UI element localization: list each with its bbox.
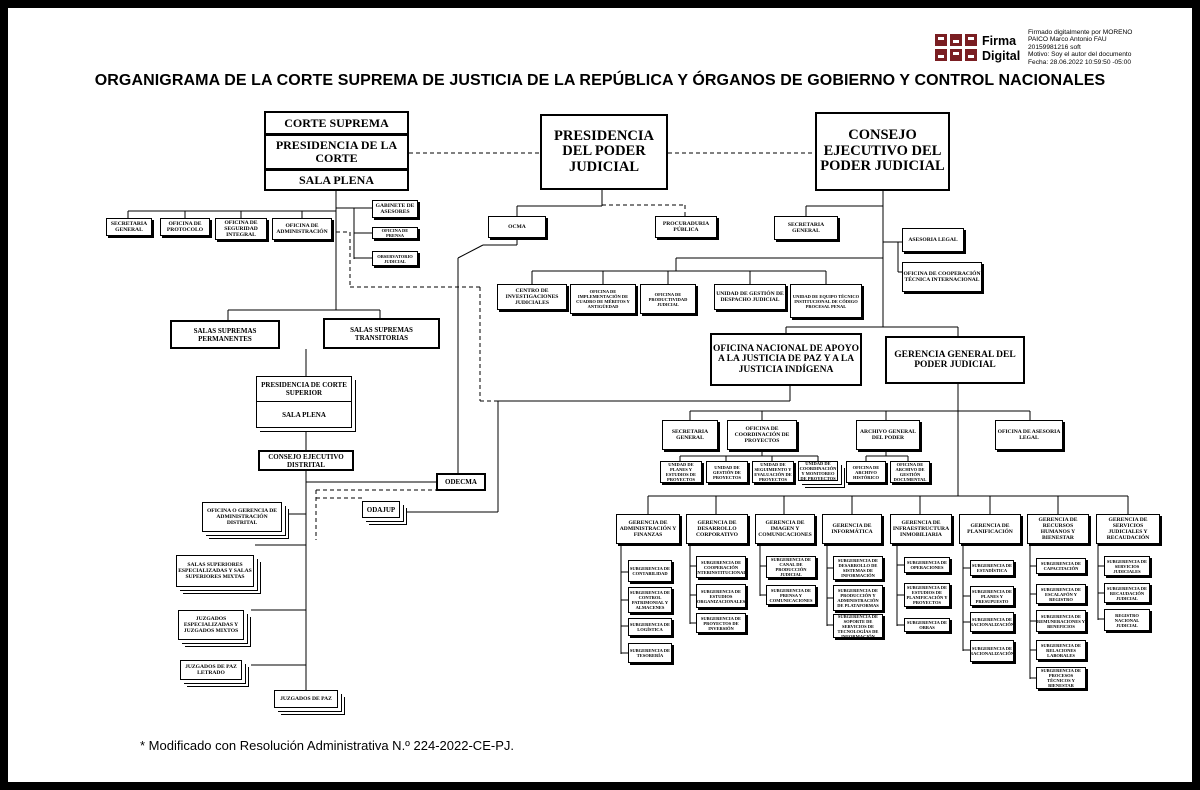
node-oficina-seguridad: OFICINA DE SEGURIDAD INTEGRAL [215,218,267,240]
node-gerencia-planificacion: GERENCIA DE PLANIFICACIÓN [959,514,1021,544]
node-rrhh-sub-4: SUBGERENCIA DE RELACIONES LABORALES [1036,640,1086,660]
node-secretaria-general-ce: SECRETARIA GENERAL [774,216,838,240]
node-gerencia-imagen: GERENCIA DE IMAGEN Y COMUNICACIONES [755,514,815,544]
node-coord-unidad-1: UNIDAD DE PLANES Y ESTUDIOS DE PROYECTOS [660,461,702,483]
node-oficina-productividad: OFICINA DE PRODUCTIVIDAD JUDICIAL [640,284,696,314]
node-gerencia-infraestructura: GERENCIA DE INFRAESTRUCTURA INMOBILIARIA [890,514,952,544]
node-gerencia-rrhh: GERENCIA DE RECURSOS HUMANOS Y BIENESTAR [1027,514,1089,544]
node-juzgados-paz-letrado: JUZGADOS DE PAZ LETRADO [180,660,242,680]
node-infra-sub-2: SUBGERENCIA DE ESTUDIOS DE PLANIFICACIÓN… [904,583,950,607]
node-rrhh-sub-5: SUBGERENCIA DE PROCESOS TÉCNICOS Y BIENE… [1036,667,1086,689]
node-oficina-administracion: OFICINA DE ADMINISTRACIÓN [272,218,332,240]
digital-signature-text: Firmado digitalmente por MORENO PAICO Ma… [1028,29,1133,66]
node-gerencia-general: GERENCIA GENERAL DEL PODER JUDICIAL [885,336,1025,384]
node-oficina-cuadro-meritos: OFICINA DE IMPLEMENTACIÓN DE CUADRO DE M… [570,284,636,314]
node-coord-unidad-3: UNIDAD DE SEGUIMIENTO Y EVALUACIÓN DE PR… [752,461,794,483]
node-oficina-protocolo: OFICINA DE PROTOCOLO [160,218,210,236]
node-odajup: ODAJUP [362,501,400,518]
node-unidad-despacho: UNIDAD DE GESTIÓN DE DESPACHO JUDICIAL [714,284,786,310]
node-admin-sub-3: SUBGERENCIA DE LOGÍSTICA [628,618,672,636]
node-gabinete-asesores: GABINETE DE ASESORES [372,200,418,218]
node-rrhh-sub-3: SUBGERENCIA DE REMUNERACIONES Y BENEFICI… [1036,610,1086,632]
logo-text-digital: Digital [982,49,1021,63]
node-archivo-gestion: OFICINA DE ARCHIVO DE GESTIÓN DOCUMENTAL [890,461,930,483]
node-infra-sub-3: SUBGERENCIA DE OBRAS [904,618,950,632]
node-informatica-sub-1: SUBGERENCIA DE DESARROLLO DE SISTEMAS DE… [833,556,883,580]
firma-digital-logo-icon [935,34,977,61]
node-corte-suprema: CORTE SUPREMA [264,111,409,135]
node-oficina-prensa: OFICINA DE PRENSA [372,227,418,239]
node-admin-sub-1: SUBGERENCIA DE CONTABILIDAD [628,560,672,582]
logo-text-firma: Firma [982,34,1017,48]
node-admin-sub-4: SUBGERENCIA DE TESORERÍA [628,643,672,663]
node-rrhh-sub-2: SUBGERENCIA DE ESCALAFÓN Y REGISTRO [1036,584,1086,604]
node-consejo-distrital: CONSEJO EJECUTIVO DISTRITAL [258,450,354,471]
node-desarrollo-sub-1: SUBGERENCIA DE COOPERACIÓN INTERINSTITUC… [696,556,746,578]
node-presidencia-corte-superior: PRESIDENCIA DE CORTE SUPERIOR [256,376,352,402]
node-infra-sub-1: SUBGERENCIA DE OPERACIONES [904,557,950,573]
node-salas-permanentes: SALAS SUPREMAS PERMANENTES [170,320,280,349]
node-procuraduria: PROCURADURIA PÚBLICA [655,216,717,238]
node-asesoria-legal-ce: ASESORIA LEGAL [902,228,964,252]
node-planificacion-sub-1: SUBGERENCIA DE ESTADÍSTICA [970,560,1014,576]
node-odecma: ODECMA [436,473,486,491]
node-servicios-sub-2: SUBGERENCIA DE RECAUDACIÓN JUDICIAL [1104,583,1150,603]
node-salas-transitorias: SALAS SUPREMAS TRANSITORIAS [323,318,440,349]
node-juzgados-especializados: JUZGADOS ESPECIALIZADAS Y JUZGADOS MIXTO… [178,610,244,640]
node-planificacion-sub-3: SUBGERENCIA DE RACIONALIZACIÓN [970,612,1014,632]
node-centro-investigaciones: CENTRO DE INVESTIGACIONES JUDICIALES [497,284,567,310]
footnote: * Modificado con Resolución Administrati… [140,738,514,753]
node-gg-archivo-general: ARCHIVO GENERAL DEL PODER [856,420,920,450]
node-presidencia-poder-judicial: PRESIDENCIA DEL PODER JUDICIAL [540,114,668,190]
node-gg-secretaria: SECRETARIA GENERAL [662,420,718,450]
node-planificacion-sub-4: SUBGERENCIA DE RACIONALIZACIÓN [970,640,1014,662]
node-servicios-sub-3: REGISTRO NACIONAL JUDICIAL [1104,609,1150,631]
node-gerencia-informatica: GERENCIA DE INFORMÁTICA [822,514,882,544]
page-title: ORGANIGRAMA DE LA CORTE SUPREMA DE JUSTI… [94,72,1106,89]
node-informatica-sub-2: SUBGERENCIA DE PRODUCCIÓN Y ADMINISTRACI… [833,585,883,611]
node-salas-superiores: SALAS SUPERIORES ESPECIALIZADAS Y SALAS … [176,555,254,587]
node-presidencia-corte: PRESIDENCIA DE LA CORTE [264,134,409,170]
node-sala-plena-distrital: SALA PLENA [256,401,352,428]
node-cooperacion-tecnica: OFICINA DE COOPERACIÓN TÉCNICA INTERNACI… [902,262,982,292]
node-imagen-sub-1: SUBGERENCIA DE CANAL DE PRODUCCIÓN JUDIC… [766,556,816,578]
node-planificacion-sub-2: SUBGERENCIA DE PLANES Y PRESUPUESTO [970,586,1014,606]
node-gg-coordinacion-proyectos: OFICINA DE COORDINACIÓN DE PROYECTOS [727,420,797,450]
node-gg-asesoria-legal: OFICINA DE ASESORIA LEGAL [995,420,1063,450]
node-desarrollo-sub-3: SUBGERENCIA DE PROYECTOS DE INVERSIÓN [696,613,746,633]
node-onajup: OFICINA NACIONAL DE APOYO A LA JUSTICIA … [710,333,862,386]
node-consejo-ejecutivo: CONSEJO EJECUTIVO DEL PODER JUDICIAL [815,112,950,191]
node-secretaria-general: SECRETARIA GENERAL [106,218,152,236]
node-servicios-sub-1: SUBGERENCIA DE SERVICIOS JUDICIALES [1104,556,1150,576]
node-gerencia-distrital: OFICINA O GERENCIA DE ADMINISTRACIÓN DIS… [202,502,282,532]
node-admin-sub-2: SUBGERENCIA DE CONTROL PATRIMONIAL Y ALM… [628,587,672,613]
node-desarrollo-sub-2: SUBGERENCIA DE ESTUDIOS ORGANIZACIONALES [696,584,746,608]
node-observatorio-judicial: OBSERVATORIO JUDICIAL [372,251,418,266]
node-informatica-sub-3: SUBGERENCIA DE SOPORTE DE SERVICIOS DE T… [833,614,883,638]
node-coord-unidad-2: UNIDAD DE GESTIÓN DE PROYECTOS [706,461,748,483]
node-juzgados-paz: JUZGADOS DE PAZ [274,690,338,708]
node-coord-unidad-4: UNIDAD DE COORDINACIÓN Y MONITOREO DE PR… [798,461,838,481]
node-gerencia-administracion: GERENCIA DE ADMINISTRACIÓN Y FINANZAS [616,514,680,544]
node-unidad-equipo-tecnico: UNIDAD DE EQUIPO TÉCNICO INSTITUCIONAL D… [790,284,862,318]
node-rrhh-sub-1: SUBGERENCIA DE CAPACITACIÓN [1036,558,1086,574]
node-sala-plena: SALA PLENA [264,169,409,191]
node-imagen-sub-2: SUBGERENCIA DE PRENSA Y COMUNICACIONES [766,585,816,605]
node-gerencia-servicios: GERENCIA DE SERVICIOS JUDICIALES Y RECAU… [1096,514,1160,544]
node-archivo-historico: OFICINA DE ARCHIVO HISTÓRICO [846,461,886,483]
node-gerencia-desarrollo: GERENCIA DE DESARROLLO CORPORATIVO [686,514,748,544]
node-ocma: OCMA [488,216,546,238]
